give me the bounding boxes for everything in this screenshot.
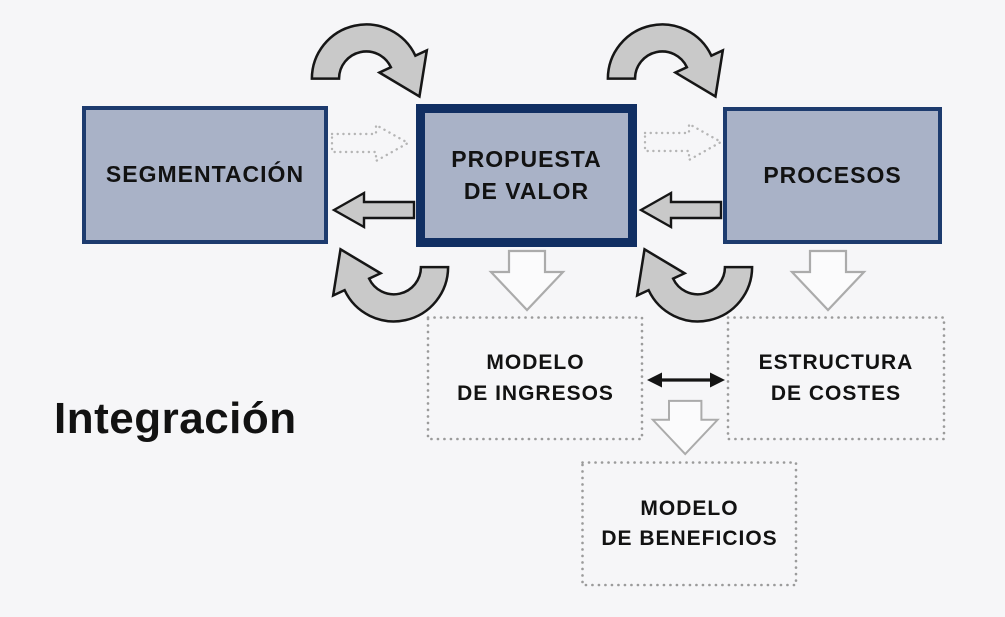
propuesta-label: PROPUESTA DE VALOR bbox=[451, 144, 601, 206]
propuesta-label-line2: DE VALOR bbox=[463, 177, 590, 204]
integracion-label: Integración bbox=[54, 394, 297, 443]
node-propuesta-de-valor: PROPUESTA DE VALOR bbox=[416, 104, 637, 247]
down-arrow-icon-procesos bbox=[790, 249, 866, 312]
segmentacion-label: SEGMENTACIÓN bbox=[105, 161, 305, 188]
double-headed-arrow-icon bbox=[647, 372, 725, 388]
node-modelo-de-ingresos: MODELO DE INGRESOS bbox=[428, 317, 643, 440]
down-arrow-icon-beneficios bbox=[651, 399, 719, 455]
propuesta-label-line1: PROPUESTA bbox=[451, 146, 602, 173]
cycle-arrow-icon-top-left bbox=[310, 23, 429, 98]
dotted-arrow-right-icon-right bbox=[643, 122, 723, 162]
node-modelo-de-beneficios: MODELO DE BENEFICIOS bbox=[582, 462, 797, 586]
double-arrow-head-right bbox=[710, 372, 725, 388]
solid-arrow-left-icon-left bbox=[332, 191, 416, 229]
procesos-label: PROCESOS bbox=[763, 161, 902, 188]
cycle-arrow-icon-top-right bbox=[606, 23, 725, 98]
beneficios-label-line1: MODELO bbox=[640, 496, 739, 520]
node-procesos: PROCESOS bbox=[723, 107, 942, 244]
beneficios-label-line2: DE BENEFICIOS bbox=[601, 527, 778, 550]
ingresos-label-line1: MODELO bbox=[486, 351, 585, 375]
double-arrow-head-left bbox=[647, 372, 662, 388]
costes-label-line1: ESTRUCTURA bbox=[758, 351, 914, 375]
cycle-arrow-icon-bottom-left bbox=[331, 248, 450, 323]
ingresos-label-line2: DE INGRESOS bbox=[457, 381, 614, 405]
costes-label-line2: DE COSTES bbox=[770, 381, 902, 405]
cycle-arrow-icon-bottom-right bbox=[635, 248, 754, 323]
down-arrow-icon-propuesta bbox=[489, 249, 565, 312]
node-segmentacion: SEGMENTACIÓN bbox=[82, 106, 328, 244]
solid-arrow-left-icon-right bbox=[639, 191, 723, 229]
node-estructura-de-costes: ESTRUCTURA DE COSTES bbox=[727, 317, 945, 440]
dotted-arrow-right-icon-left bbox=[330, 123, 410, 163]
